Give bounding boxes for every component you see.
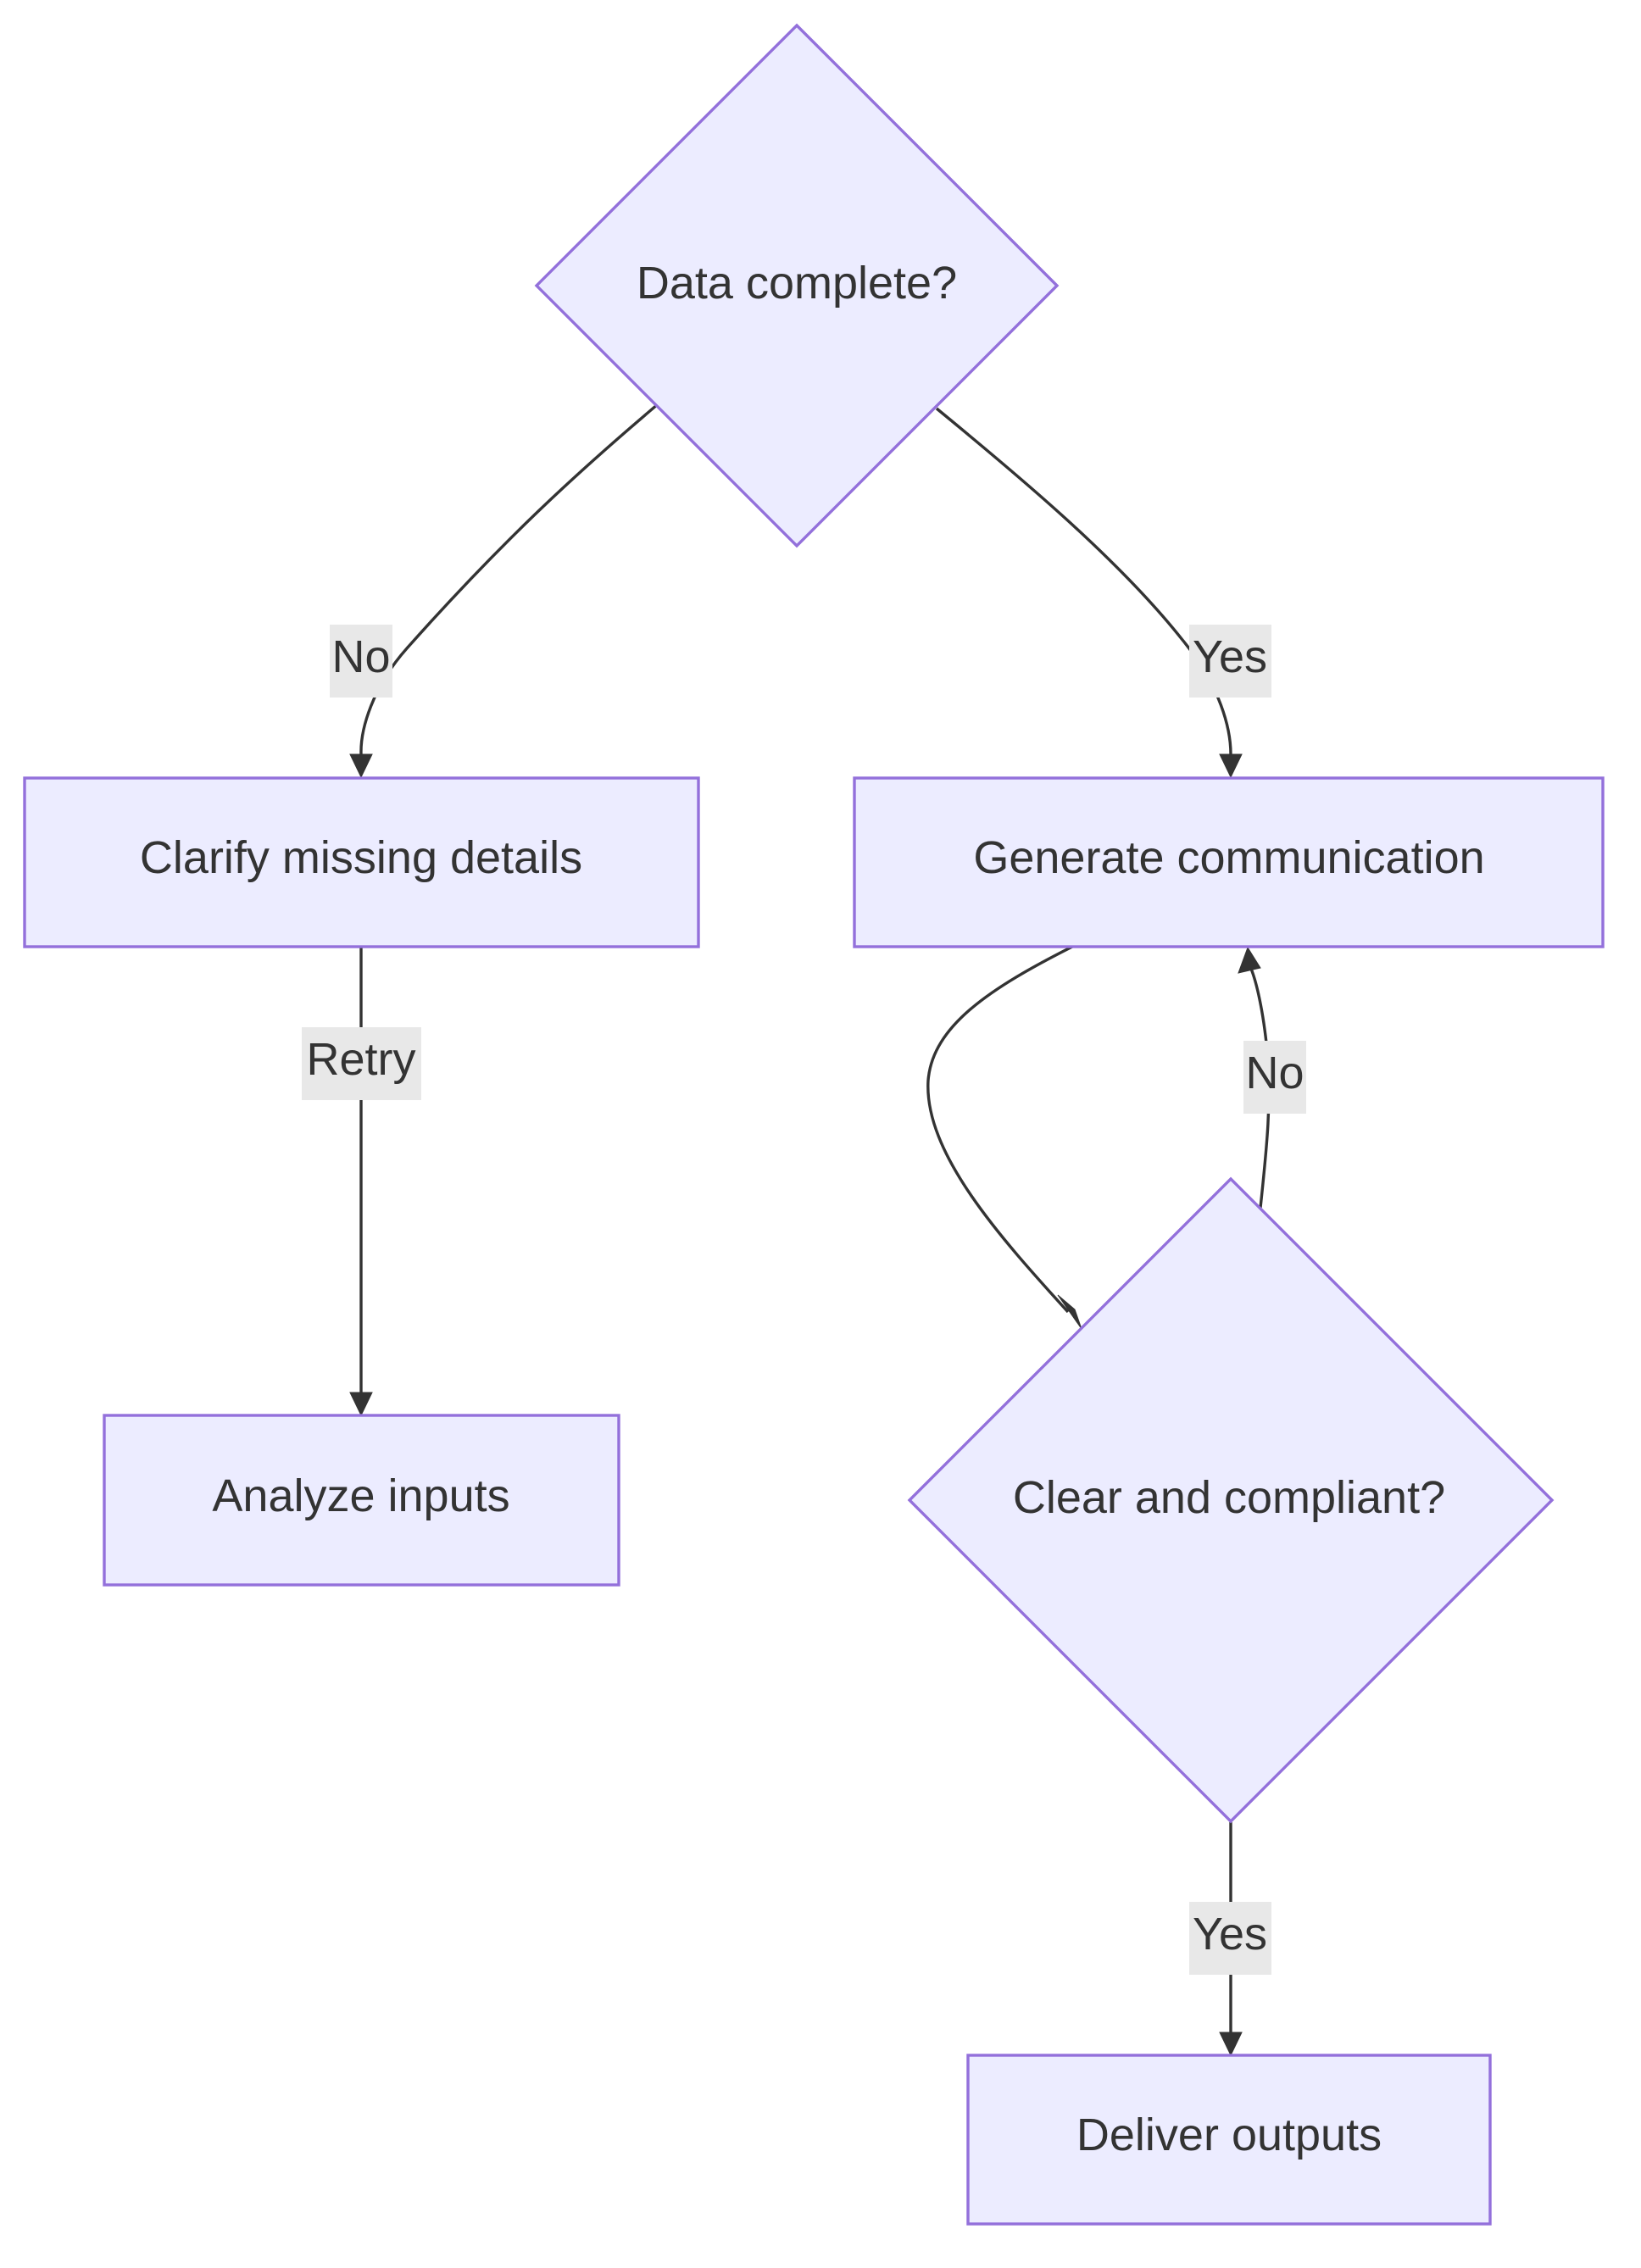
edge-data-complete-to-clarify (359, 403, 659, 755)
edge-label-no-2-text: No (1245, 1048, 1304, 1098)
edge-label-background (1189, 1902, 1271, 1975)
edge-label-background (302, 1027, 421, 1100)
edges (349, 403, 1271, 2057)
arrowhead-to-deliver (1219, 2032, 1243, 2057)
node-analyze-label: Analyze inputs (212, 1470, 509, 1521)
edge-data-complete-to-generate (935, 407, 1232, 755)
nodes: Data complete? Clarify missing details G… (23, 23, 1605, 2226)
decision-diamond-shape (907, 1176, 1555, 1824)
arrowhead-to-clear (1057, 1294, 1082, 1330)
node-clear-compliant-label: Clear and compliant? (1013, 1472, 1445, 1523)
node-deliver-label: Deliver outputs (1076, 2110, 1382, 2160)
node-clear-compliant[interactable]: Clear and compliant? (907, 1176, 1555, 1824)
node-generate-label: Generate communication (973, 832, 1484, 883)
node-clarify-label: Clarify missing details (140, 832, 582, 883)
edge-label-background (1243, 1041, 1306, 1114)
edge-label-background (330, 625, 392, 698)
edge-label-background (1189, 625, 1271, 698)
arrowhead-to-clarify (349, 753, 373, 779)
process-box-shape (853, 776, 1605, 948)
edge-generate-to-clear (926, 945, 1073, 1314)
node-generate[interactable]: Generate communication (853, 776, 1605, 948)
edge-label-no-1-text: No (331, 631, 390, 682)
process-box-shape (966, 2054, 1492, 2226)
edge-label-yes-2: Yes (1189, 1902, 1271, 1975)
edge-label-no-2: No (1243, 1041, 1306, 1114)
edge-label-no-1: No (330, 625, 392, 698)
edge-label-retry-text: Retry (306, 1034, 415, 1085)
edge-label-yes-1: Yes (1189, 625, 1271, 698)
arrowhead-to-analyze (349, 1392, 373, 1417)
node-deliver[interactable]: Deliver outputs (966, 2054, 1492, 2226)
arrowhead-to-generate (1219, 753, 1243, 779)
decision-diamond-shape (534, 23, 1060, 548)
node-clarify[interactable]: Clarify missing details (23, 776, 700, 948)
node-analyze[interactable]: Analyze inputs (103, 1414, 620, 1587)
process-box-shape (103, 1414, 620, 1587)
edge-label-retry: Retry (302, 1027, 421, 1100)
edge-label-yes-1-text: Yes (1193, 631, 1267, 682)
process-box-shape (23, 776, 700, 948)
arrowhead-back-to-generate (1238, 946, 1261, 974)
edge-labels: No Yes Retry No Yes (302, 625, 1306, 1975)
node-data-complete-label: Data complete? (637, 258, 957, 309)
edge-label-yes-2-text: Yes (1193, 1909, 1267, 1959)
node-data-complete[interactable]: Data complete? (534, 23, 1060, 548)
